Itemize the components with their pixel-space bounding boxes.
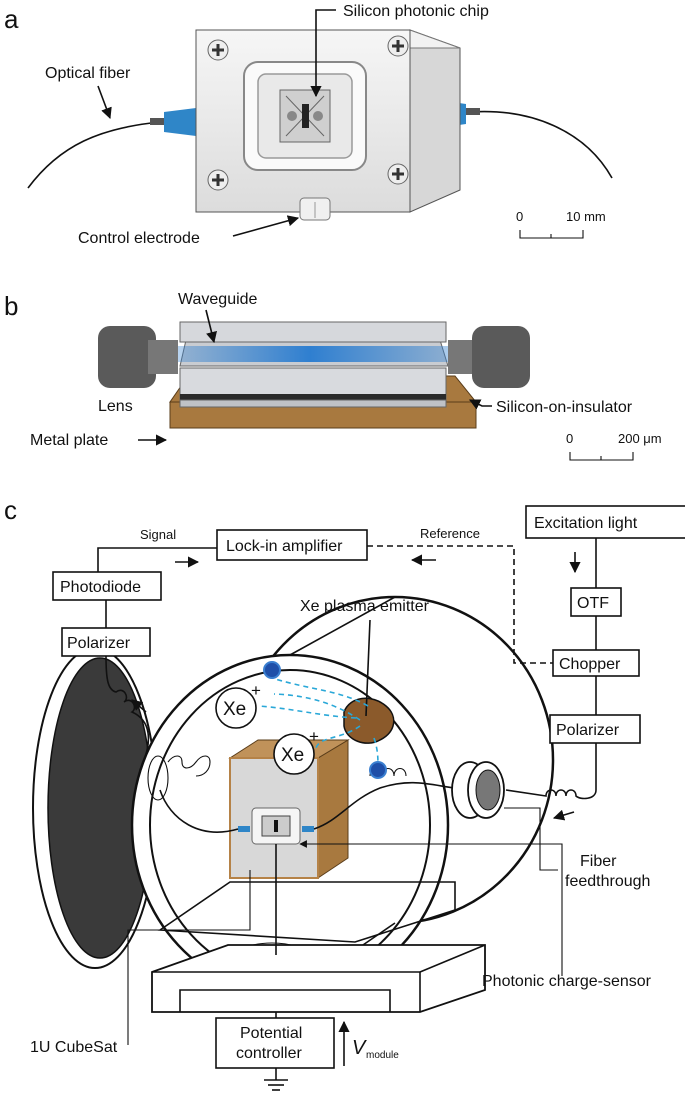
control-electrode (299, 197, 331, 221)
excitation-light-box (525, 505, 685, 539)
plasma-trajectories (257, 677, 379, 769)
excitation-light-label: Excitation light (534, 515, 638, 532)
svg-text:+: + (251, 681, 261, 700)
electrode-arrow (232, 215, 300, 237)
optical-fiber-right (469, 110, 613, 179)
potential-controller-line2: controller (236, 1045, 302, 1062)
reference-line (367, 545, 553, 664)
panel-a-letter: a (4, 4, 19, 34)
polarizer-left-label: Polarizer (67, 635, 131, 652)
silicon-photonic-chip-label: Silicon photonic chip (343, 3, 489, 20)
svg-text:Xe: Xe (223, 699, 246, 720)
photodiode-label: Photodiode (60, 579, 141, 596)
fiber-arrow (97, 85, 112, 120)
scale-value-label: 10 mm (566, 209, 606, 224)
xe-emitter-label: Xe plasma emitter (300, 598, 430, 615)
feedthrough-pointer (504, 807, 558, 871)
control-electrode-label: Control electrode (78, 230, 200, 247)
cubesat-label: 1U CubeSat (30, 1039, 118, 1056)
waveguide-label: Waveguide (178, 291, 258, 308)
xe-ion: Xe + (273, 727, 319, 775)
screw-icon (207, 39, 229, 61)
return-light-arrow (131, 699, 147, 713)
fiber-connector-left (150, 108, 196, 136)
lock-in-amplifier-label: Lock-in amplifier (226, 538, 343, 555)
optical-fiber-left (27, 121, 161, 189)
xe-emitter-pointer (365, 619, 371, 717)
cubesat-pointer (127, 870, 251, 1045)
chip-housing (195, 29, 461, 213)
lens-left (98, 326, 178, 388)
feedthrough-label-line2: feedthrough (565, 873, 650, 890)
otf-label: OTF (577, 595, 609, 612)
xe-plasma-emitter (343, 697, 395, 744)
reference-label: Reference (420, 526, 480, 541)
chamber-stand (151, 944, 486, 1013)
screw-icon (207, 169, 229, 191)
scale-value-label: 200 μm (618, 431, 662, 446)
v-symbol: V (352, 1037, 367, 1059)
scale-zero-label: 0 (516, 209, 523, 224)
chopper-box (552, 649, 640, 677)
screw-icon (387, 163, 409, 185)
internal-fiber-left (159, 789, 239, 833)
signal-line (97, 547, 217, 572)
panel-c: c (4, 495, 685, 1091)
fiber-left-external (105, 655, 150, 771)
chip-arrow (310, 9, 336, 98)
panel-a: a (4, 3, 613, 247)
chopper-label: Chopper (559, 656, 621, 673)
fiber-feedthrough (451, 761, 505, 819)
scale-bar-a: 0 10 mm (516, 209, 606, 239)
ground-icon (264, 1068, 288, 1091)
soi-label: Silicon-on-insulator (496, 399, 633, 416)
potential-controller-box (215, 1017, 335, 1069)
polarizer-right-box (549, 714, 641, 744)
feedthrough-label-line1: Fiber (580, 853, 617, 870)
lens-right (448, 326, 530, 388)
svg-text:+: + (309, 727, 319, 746)
potential-controller-line1: Potential (240, 1025, 302, 1042)
panel-c-letter: c (4, 495, 17, 525)
fiber-right-external (505, 743, 597, 800)
screw-icon (387, 35, 409, 57)
lock-in-amplifier-box (216, 529, 368, 561)
soi-chip (150, 321, 470, 408)
scale-zero-label: 0 (566, 431, 573, 446)
inner-platform (157, 881, 456, 943)
polarizer-right-label: Polarizer (556, 722, 620, 739)
excitation-in-arrow (552, 809, 575, 821)
soi-arrow (468, 399, 492, 410)
lens-label: Lens (98, 398, 133, 415)
panel-b-letter: b (4, 291, 18, 321)
waveguide-beam (150, 346, 470, 362)
svg-text:Xe: Xe (281, 745, 304, 766)
sensor-pointer (299, 840, 563, 976)
fiber-coil-loop (147, 755, 169, 801)
scale-bar-b: 0 200 μm (566, 431, 662, 461)
electron-dot (263, 661, 281, 679)
photonic-charge-sensor-label: Photonic charge-sensor (482, 973, 652, 990)
panel-b: b Waveguide Lens Silicon-o (4, 291, 662, 461)
metal-plate-label: Metal plate (30, 432, 108, 449)
electron-dot (369, 761, 387, 779)
signal-label: Signal (140, 527, 176, 542)
photodiode-box (52, 571, 162, 601)
internal-fiber-right (313, 781, 481, 830)
waveguide-arrow (205, 309, 217, 344)
optical-fiber-label: Optical fiber (45, 65, 131, 82)
xe-ion: Xe + (215, 681, 261, 729)
fiber-coil-left (167, 755, 211, 777)
v-subscript: module (366, 1050, 399, 1061)
